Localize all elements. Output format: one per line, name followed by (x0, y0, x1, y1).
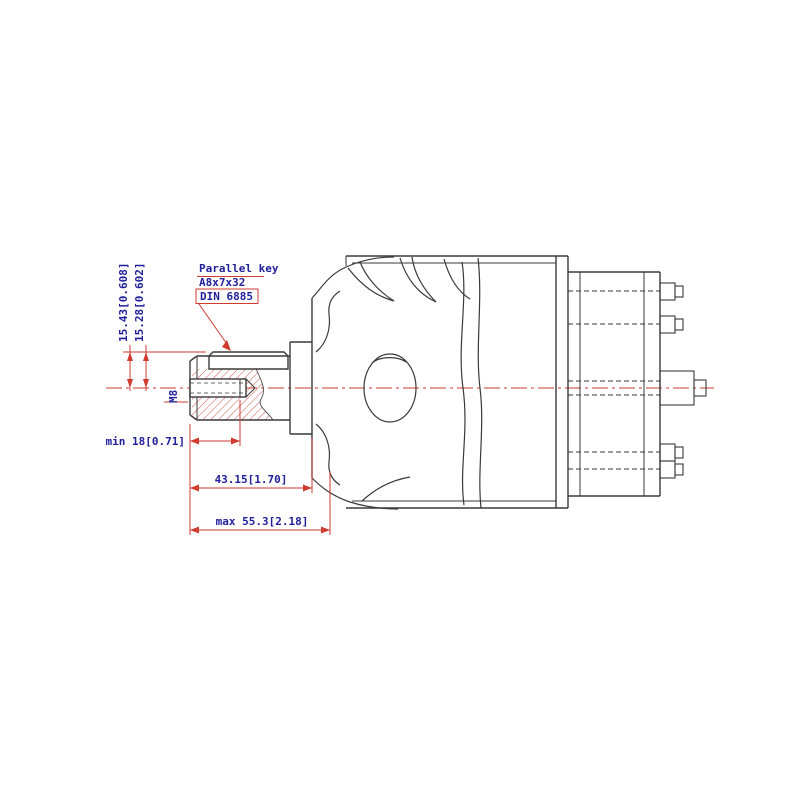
dim-thread-depth (190, 400, 241, 446)
dim-key-height-lower-label: 15.28[0.602] (133, 263, 146, 342)
annotation-text: 15.43[0.608] 15.28[0.602] Parallel key A… (106, 262, 309, 528)
dim-thread-depth-label: min 18[0.71] (106, 435, 185, 448)
dimension-lines (123, 276, 331, 535)
bolt-head-bottom-2 (659, 460, 684, 479)
thread-hole (189, 378, 256, 398)
hidden-lines (568, 290, 660, 470)
bell-housing-outline (311, 256, 483, 510)
key-note-leader (195, 276, 264, 351)
end-cap-outline (568, 271, 661, 497)
dim-key-height-upper-label: 15.43[0.608] (117, 263, 130, 342)
bolt-head-bottom-1 (659, 443, 684, 462)
dim-key-height (123, 345, 206, 391)
dim-shaft-max (190, 472, 331, 535)
geometry-outline (189, 255, 707, 510)
center-plug (659, 370, 707, 406)
key-profile (208, 351, 289, 370)
thread-label: M8 (167, 390, 180, 403)
boss-ellipse (363, 353, 417, 423)
dim-shaft-step-label: 43.15[1.70] (215, 473, 288, 486)
key-note-line-2: A8x7x32 (199, 276, 245, 289)
break-line (255, 368, 274, 421)
bolt-head-top-2 (659, 315, 684, 334)
dim-shaft-max-label: max 55.3[2.18] (216, 515, 309, 528)
dim-shaft-step (189, 424, 313, 535)
key-note-line-1: Parallel key (199, 262, 279, 275)
motor-body-outline (345, 255, 569, 509)
key-note-line-3: DIN 6885 (200, 290, 253, 303)
bolt-head-top-1 (659, 282, 684, 301)
